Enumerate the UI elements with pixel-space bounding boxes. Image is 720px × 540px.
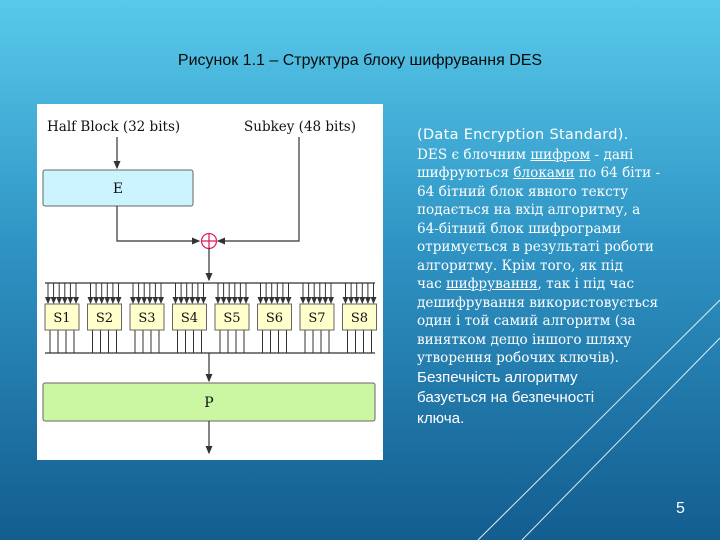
description-line: подається на вхід алгоритму, а [417, 202, 641, 219]
description-line: (Data Encryption Standard). [417, 127, 629, 143]
description-line: алгоритму. Крім того, як під [417, 257, 623, 274]
xor-operator [200, 232, 218, 250]
des-feistel-diagram: Half Block (32 bits) Subkey (48 bits) E … [37, 104, 383, 460]
sbox: S5 [214, 283, 250, 353]
description-line: отримується в результаті роботи [417, 239, 654, 256]
encryption-link[interactable]: шифрування [446, 276, 538, 293]
sbox-row: S1 S2 S3 S4 S5 S6 S7 S8 [44, 283, 377, 353]
text-segment: час [417, 276, 447, 293]
sbox-label: S7 [308, 311, 325, 326]
sbox: S1 [44, 283, 80, 353]
sbox-label: S5 [223, 311, 240, 326]
e-output-path [116, 206, 201, 245]
sbox-label: S6 [266, 311, 283, 326]
sbox: S4 [172, 283, 207, 353]
permutation-box-label: P [204, 395, 213, 411]
description-line: базується на безпечності [417, 389, 595, 407]
sbox: S3 [129, 283, 165, 353]
text-segment: - дані [590, 146, 634, 163]
sbox: S8 [342, 283, 377, 353]
description-line: винятком дещо іншого шляху [417, 331, 632, 348]
description-line: 64-бітний блок шифрограми [417, 220, 622, 237]
description-line: утворення робочих ключів). [417, 350, 619, 367]
cipher-link[interactable]: шифром [530, 146, 591, 163]
description-line: шифруються блоками по 64 біти - [417, 164, 707, 182]
sbox-label: S1 [53, 311, 70, 326]
description-line: ключа. [417, 409, 465, 427]
expansion-box-e [42, 169, 194, 207]
des-description: (Data Encryption Standard). DES є блочни… [417, 126, 707, 430]
expansion-box-label: E [113, 181, 123, 197]
subkey-label: Subkey (48 bits) [244, 119, 356, 135]
sbox-label: S2 [96, 311, 113, 326]
blocks-link[interactable]: блоками [513, 165, 575, 182]
sbox: S7 [299, 283, 335, 353]
subkey-path [216, 137, 300, 245]
sbox-label: S3 [138, 311, 155, 326]
description-line: час шифрування, так і під час [417, 275, 707, 293]
sbox-label: S8 [351, 311, 368, 326]
slide-page-number: 5 [676, 500, 685, 517]
description-line: Безпечність алгоритму [417, 368, 578, 386]
sbox: S2 [87, 283, 122, 353]
description-line: один і той самий алгоритм (за [417, 313, 636, 330]
text-segment: , так і під час [537, 276, 635, 293]
half-block-label: Half Block (32 bits) [47, 119, 180, 135]
text-segment: DES є блочним [417, 146, 531, 163]
description-line: 64 бітний блок явного тексту [417, 183, 629, 200]
description-line: DES є блочним шифром - дані [417, 146, 707, 164]
text-segment: шифруються [417, 165, 514, 182]
text-segment: по 64 біти - [574, 165, 661, 182]
slide-caption: Рисунок 1.1 – Структура блоку шифрування… [177, 52, 543, 69]
sbox-label: S4 [181, 311, 198, 326]
description-line: дешифрування використовується [417, 294, 659, 311]
sbox: S6 [257, 283, 292, 353]
